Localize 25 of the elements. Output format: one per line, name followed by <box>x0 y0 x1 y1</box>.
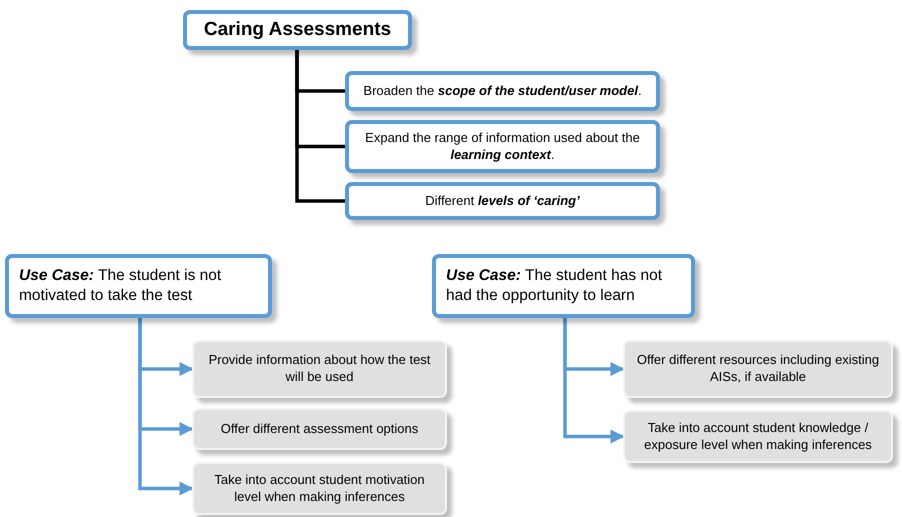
step-box <box>623 340 893 398</box>
node-text: Use Case: The student is not motivated to take the test <box>19 266 222 306</box>
node-text: Caring Assessments <box>204 18 392 42</box>
text-box <box>432 254 695 318</box>
text-box <box>345 120 660 173</box>
step-box <box>192 408 447 450</box>
node-text: Offer different assessment options <box>220 420 418 438</box>
step-box <box>192 340 447 398</box>
text-box <box>5 254 272 318</box>
node-text: Expand the range of information used about the learning context. <box>364 130 641 164</box>
node-text: Different levels of ‘caring’ <box>425 192 580 210</box>
node-text: Broaden the scope of the student/user model. <box>363 82 642 100</box>
step-box <box>192 462 447 515</box>
node-text: Provide information about how the test will be used <box>208 352 432 386</box>
node-text: Take into account student motivation level when making inferences <box>213 472 426 506</box>
node-text: Take into account student knowledge / exposure level when making inferences <box>643 420 873 454</box>
node-text: Use Case: The student has not had the opportunity to learn <box>446 266 664 306</box>
arrow <box>563 318 624 444</box>
arrow <box>138 318 194 496</box>
text-box <box>345 71 660 111</box>
step-box <box>623 410 893 463</box>
node-text: Offer different resources including existing AISs, if available <box>636 352 880 386</box>
connector-line <box>295 50 345 203</box>
text-box <box>345 182 660 220</box>
title-box <box>183 10 412 50</box>
